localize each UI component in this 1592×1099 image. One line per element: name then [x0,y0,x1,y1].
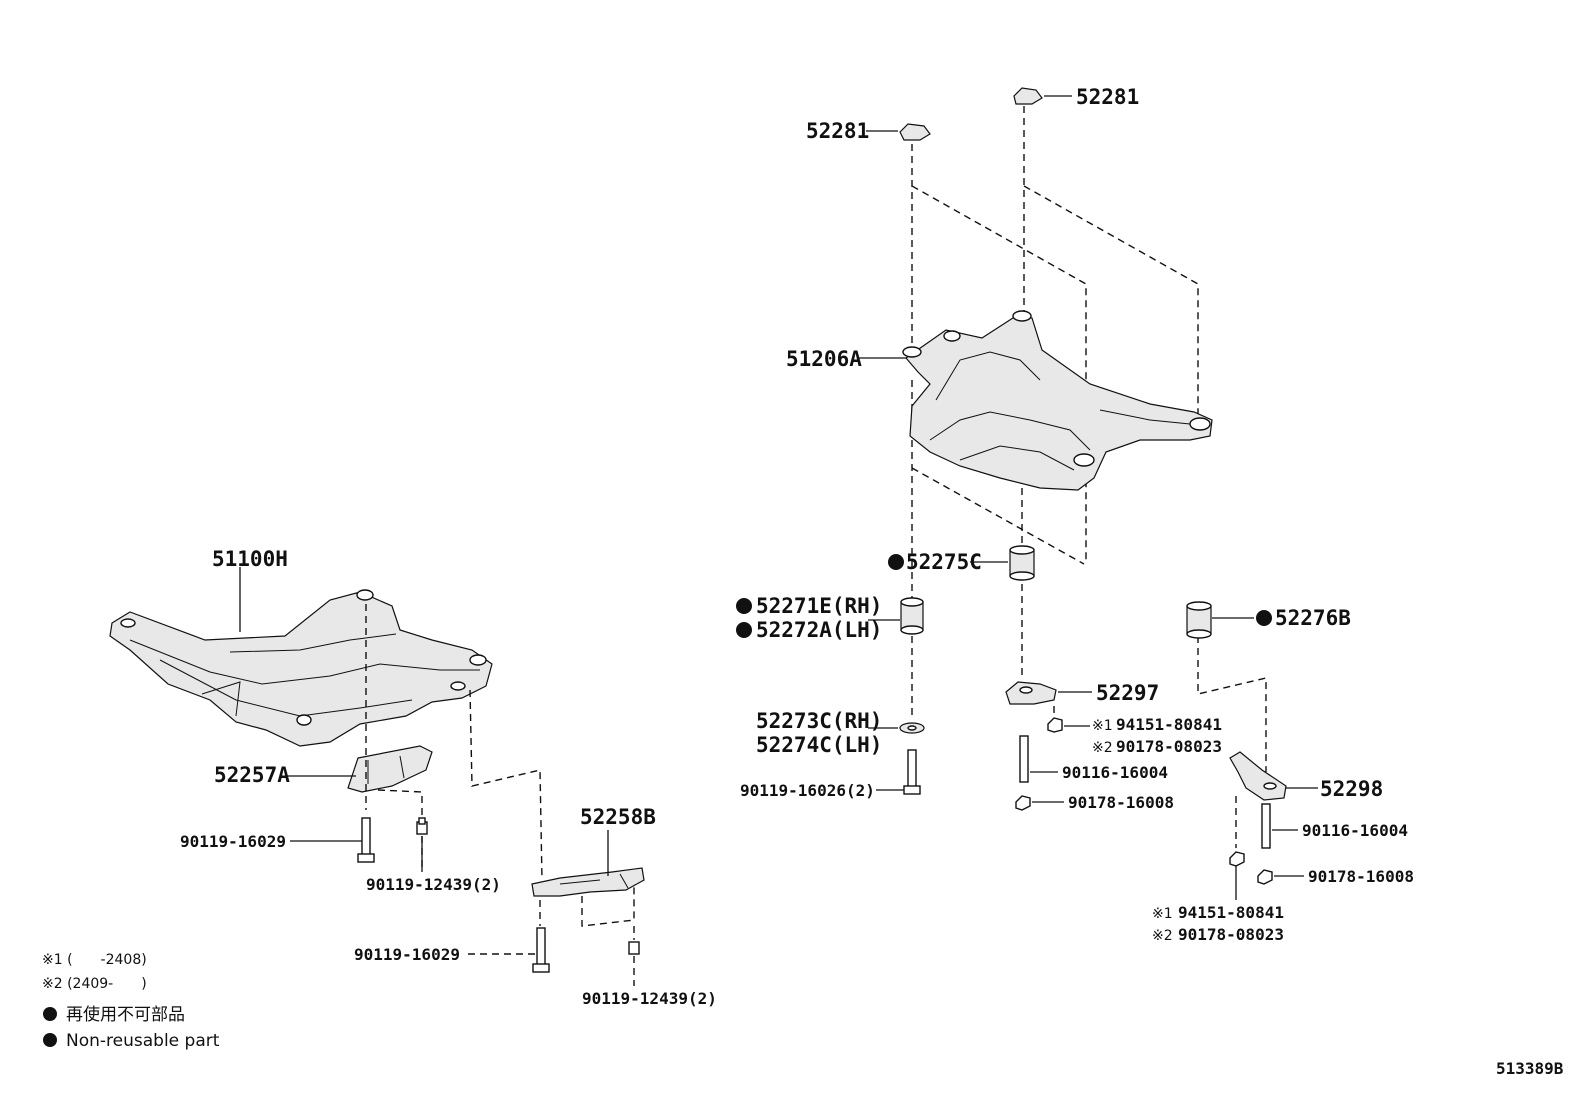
label-52274c: 52274C(LH) [756,733,882,757]
non-reusable-dot-52271e [736,598,752,614]
note-marker-1a: ※1 [1092,718,1113,734]
label-90116-16004-a: 90116-16004 [1062,763,1168,782]
label-51206a: 51206A [786,347,862,371]
bracket-52298 [1229,751,1287,801]
label-90119-12439-b: 90119-12439(2) [582,989,717,1008]
stopper-52281-left [899,123,931,141]
label-52281-left: 52281 [806,119,869,143]
label-51100h: 51100H [212,547,288,571]
note-marker-2b: ※2 [1152,928,1173,944]
front-crossmember-51100h [109,589,493,747]
label-90178-16008-b: 90178-16008 [1308,867,1414,886]
bolt-90116-16004-a [1019,735,1029,783]
label-94151-80841-a: 94151-80841 [1116,715,1222,734]
label-94151-80841-b: 94151-80841 [1178,903,1284,922]
label-90119-16026: 90119-16026(2) [740,781,875,800]
diagram-id: 513389B [1496,1059,1564,1078]
bracket-52257a [347,745,433,793]
label-90116-16004-b: 90116-16004 [1302,821,1408,840]
label-90119-12439-a: 90119-12439(2) [366,875,501,894]
legend-note-1: ※1 ( -2408) [42,952,147,968]
label-52276b: 52276B [1275,606,1351,630]
label-90178-16008-a: 90178-16008 [1068,793,1174,812]
bracket-52258b [531,867,645,897]
label-52258b: 52258B [580,805,656,829]
nut-94151-80841-b [1229,851,1245,867]
legend-dot-jp [43,1007,57,1021]
non-reusable-dot-52275c [888,554,904,570]
legend: ※1 ( -2408) ※2 (2409- ) 再使用不可部品 Non-reus… [42,952,220,1051]
bolt-90119-16029-a [357,817,375,863]
washer-52273c-52274c [899,722,925,734]
label-90119-16029-b: 90119-16029 [354,945,460,964]
stopper-52281-right [1013,87,1043,105]
label-52271e: 52271E(RH) [756,594,882,618]
legend-dot-en [43,1033,57,1047]
label-90178-08023-b: 90178-08023 [1178,925,1284,944]
bushing-52276b [1186,601,1212,639]
bracket-52297 [1005,681,1057,705]
legend-note-2: ※2 (2409- ) [42,976,147,992]
legend-non-reusable-jp: 再使用不可部品 [66,1004,185,1025]
bushing-52271e-52272a [900,597,924,635]
label-52281-right: 52281 [1076,85,1139,109]
label-52272a: 52272A(LH) [756,618,882,642]
note-marker-1b: ※1 [1152,906,1173,922]
nut-94151-80841-a [1047,717,1063,733]
nut-90178-16008-a [1015,795,1031,811]
bolt-90119-12439-a [416,817,428,835]
label-52297: 52297 [1096,681,1159,705]
legend-non-reusable-en: Non-reusable part [66,1031,220,1051]
note-marker-2a: ※2 [1092,740,1113,756]
bolt-90116-16004-b [1261,803,1271,849]
label-52273c: 52273C(RH) [756,709,882,733]
label-52275c: 52275C [906,550,982,574]
non-reusable-dot-52272a [736,622,752,638]
label-90119-16029-a: 90119-16029 [180,832,286,851]
bushing-52275c [1009,545,1035,581]
label-90178-08023-a: 90178-08023 [1116,737,1222,756]
bolt-90119-12439-b [628,941,640,955]
label-52257a: 52257A [214,763,290,787]
bolt-90119-16026 [903,749,921,795]
non-reusable-dot-52276b [1256,610,1272,626]
nut-90178-16008-b [1257,869,1273,885]
label-52298: 52298 [1320,777,1383,801]
rear-subframe-51206a [902,310,1213,491]
bolt-90119-16029-b [532,927,550,973]
